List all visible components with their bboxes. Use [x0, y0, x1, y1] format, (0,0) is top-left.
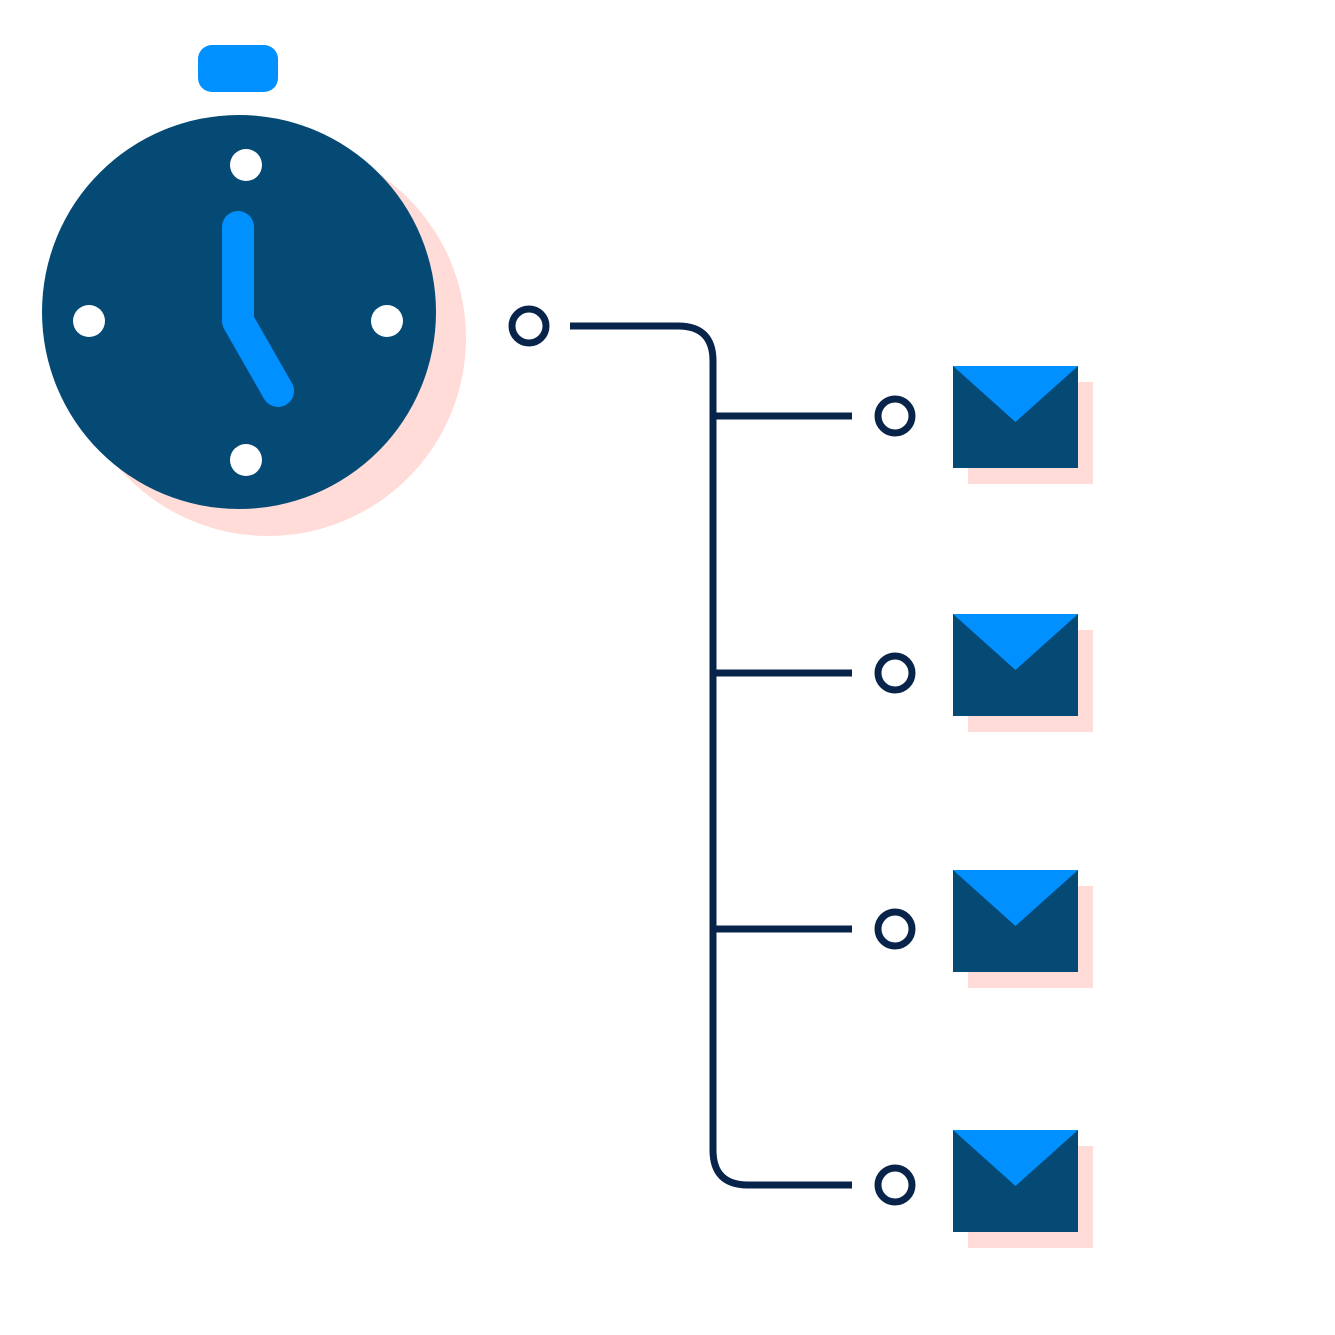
trunk-line [570, 322, 852, 1189]
connector-tree [508, 305, 916, 1206]
clock-hands [222, 211, 294, 407]
stopwatch-button [198, 45, 278, 92]
branch-node [874, 395, 916, 437]
envelope-flap [953, 614, 1078, 670]
branch-node [874, 908, 916, 950]
envelope-flap [953, 870, 1078, 926]
envelope-flap [953, 366, 1078, 422]
clock-marker-3 [371, 305, 403, 337]
clock-marker-12 [230, 149, 262, 181]
clock-marker-6 [230, 444, 262, 476]
clock-marker-9 [73, 305, 105, 337]
envelope-icon [953, 870, 1093, 988]
envelope-icon [953, 1130, 1093, 1248]
branch-node [874, 652, 916, 694]
envelope-icon [953, 614, 1093, 732]
branch-node [874, 1164, 916, 1206]
envelope-flap [953, 1130, 1078, 1186]
envelope-icon [953, 366, 1093, 484]
source-node [508, 305, 550, 347]
stopwatch-icon [42, 45, 466, 536]
